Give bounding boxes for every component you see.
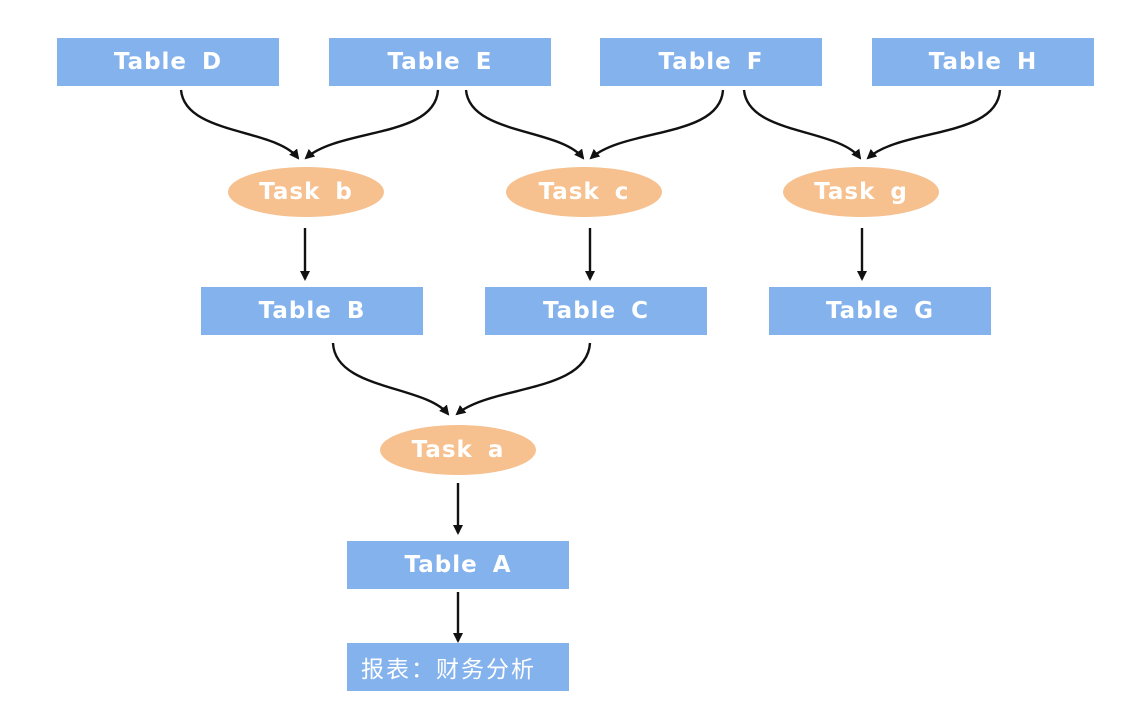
edge-table-h-to-task-g bbox=[866, 89, 1002, 160]
edge-table-d-to-task-b bbox=[179, 89, 300, 160]
table-h-node: Table H bbox=[872, 38, 1094, 86]
table-g-node: Table G bbox=[769, 287, 991, 335]
task-a-node: Task a bbox=[380, 425, 536, 475]
table-d-node: Table D bbox=[57, 38, 279, 86]
edge-table-c-to-task-a bbox=[455, 342, 592, 416]
task-c-node: Task c bbox=[506, 167, 662, 217]
table-f-node: Table F bbox=[600, 38, 822, 86]
edge-table-f-to-task-g bbox=[742, 89, 862, 160]
table-e-node: Table E bbox=[329, 38, 551, 86]
table-a-node: Table A bbox=[347, 541, 569, 589]
table-c-node: Table C bbox=[485, 287, 707, 335]
edge-table-e-to-task-b bbox=[304, 89, 440, 160]
task-b-node: Task b bbox=[228, 167, 384, 217]
edge-table-e-to-task-c bbox=[464, 89, 585, 160]
table-b-node: Table B bbox=[201, 287, 423, 335]
edge-table-f-to-task-c bbox=[589, 89, 725, 160]
task-g-node: Task g bbox=[783, 167, 939, 217]
edge-table-b-to-task-a bbox=[331, 342, 450, 416]
report-node: 报表：财务分析 bbox=[347, 643, 569, 691]
